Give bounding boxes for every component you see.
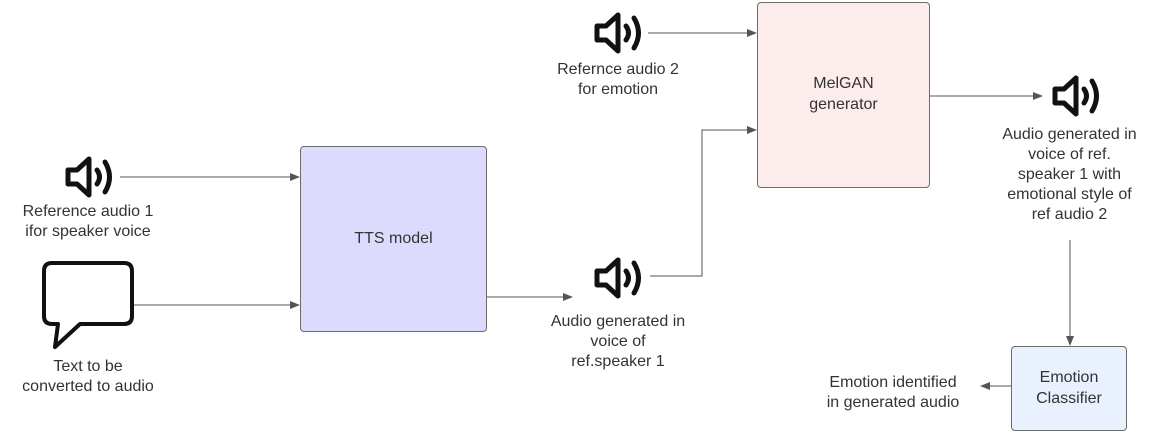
label-line: speaker 1 with: [1017, 166, 1122, 183]
melgan-generator-node: MelGAN generator: [757, 2, 930, 188]
label-line: Audio generated in: [1002, 126, 1137, 143]
label-line: voice of: [590, 333, 646, 350]
label-line: for emotion: [577, 81, 659, 98]
speaker-volume-icon: [68, 159, 110, 195]
label-line: ifor speaker voice: [25, 223, 151, 240]
label-line: converted to audio: [22, 378, 154, 395]
label-line: Reference audio 1: [22, 203, 154, 220]
speech-bubble-icon: [42, 261, 134, 349]
emotion-classifier-node: Emotion Classifier: [1011, 346, 1127, 431]
reference-audio-2-label: Refernce audio 2 for emotion: [528, 60, 708, 100]
label-line: Audio generated in: [550, 313, 686, 330]
generated-audio-1-label: Audio generated in voice of ref.speaker …: [528, 312, 708, 372]
label-line: ref.speaker 1: [571, 353, 665, 370]
final-audio-label: Audio generated in voice of ref. speaker…: [982, 125, 1157, 225]
speaker-volume-icon: [597, 15, 639, 51]
node-label: generator: [809, 96, 878, 113]
speaker-volume-icon: [1055, 78, 1097, 114]
label-line: Refernce audio 2: [557, 61, 679, 78]
connectors: [120, 29, 1074, 390]
label-line: voice of ref.: [1028, 146, 1111, 163]
node-label: MelGAN: [813, 75, 874, 93]
emotion-identified-label: Emotion identified in generated audio: [808, 373, 978, 413]
arrow-audio1-to-melgan: [650, 126, 757, 277]
node-label: Emotion: [1039, 368, 1099, 386]
label-line: ref audio 2: [1031, 206, 1108, 223]
text-input-label: Text to be converted to audio: [0, 357, 176, 397]
label-line: Text to be: [53, 358, 123, 375]
node-label: Classifier: [1036, 389, 1102, 407]
speaker-volume-icon: [597, 260, 639, 296]
reference-audio-1-label: Reference audio 1 ifor speaker voice: [0, 202, 176, 242]
label-line: Emotion identified: [829, 374, 957, 391]
label-line: in generated audio: [826, 394, 960, 411]
node-label: TTS model: [354, 229, 433, 247]
tts-model-node: TTS model: [300, 146, 487, 332]
label-line: emotional style of: [1007, 186, 1132, 203]
